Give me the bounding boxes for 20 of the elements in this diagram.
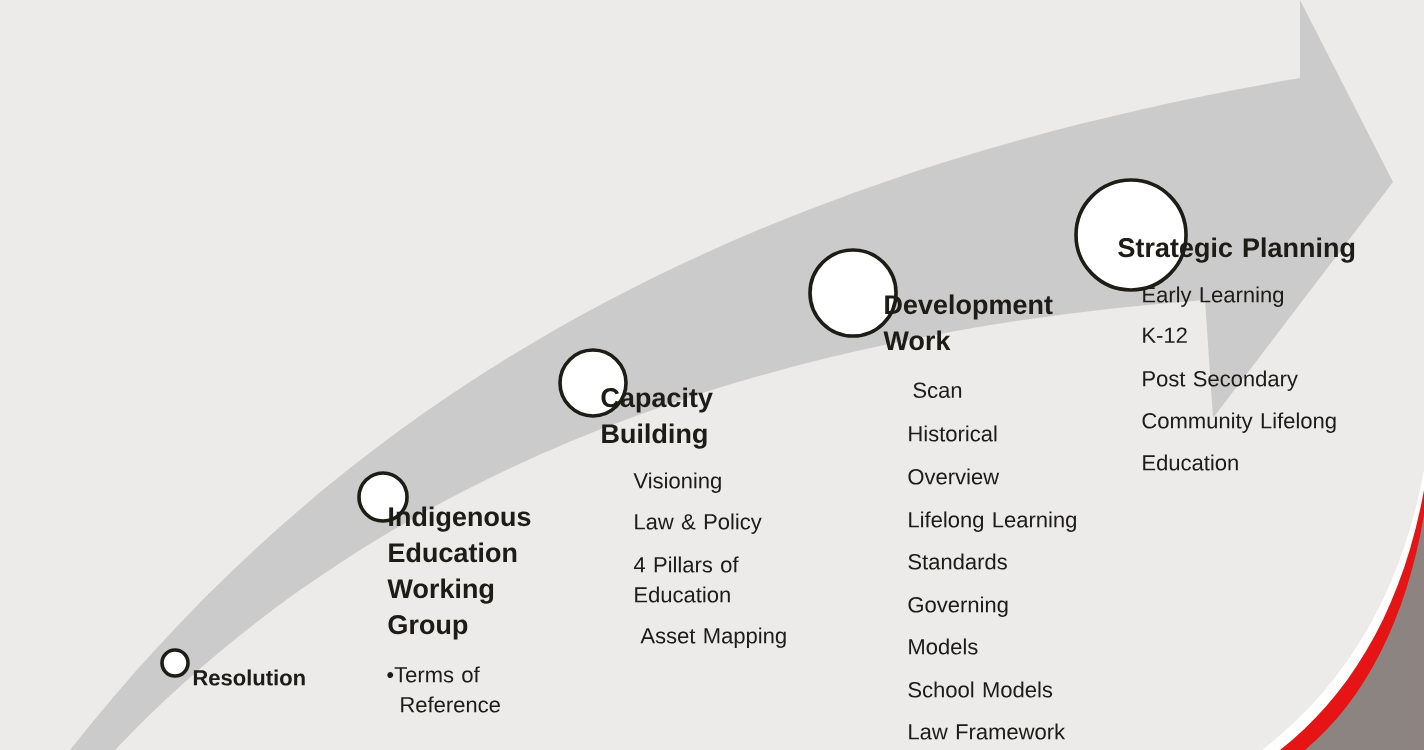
list-item: Education xyxy=(1143,454,1238,471)
list-item: Community Lifelong xyxy=(1142,412,1336,433)
stage-heading: Indigenous Education Working Group xyxy=(387,506,531,640)
list-item: •Terms of Reference xyxy=(387,666,500,713)
list-item: Law & Policy xyxy=(635,513,762,534)
list-item: 4 Pillars of Education xyxy=(633,556,739,603)
list-item: Overview xyxy=(908,468,1000,485)
list-item: Historical xyxy=(909,425,997,442)
list-item: Law Framework xyxy=(909,723,1066,740)
list-item: K-12 xyxy=(1143,327,1187,343)
stage-heading: Resolution xyxy=(193,669,305,686)
list-item: Asset Mapping xyxy=(640,627,786,648)
list-item: Standards xyxy=(908,553,1007,570)
list-item: Models xyxy=(909,638,978,655)
list-item: Lifelong Learning xyxy=(909,511,1076,532)
list-item: Governing xyxy=(908,596,1008,617)
list-item: Post Secondary xyxy=(1143,370,1298,391)
list-item: School Models xyxy=(908,681,1053,698)
list-item: Visioning xyxy=(633,472,721,493)
list-item: Scan xyxy=(913,382,962,398)
